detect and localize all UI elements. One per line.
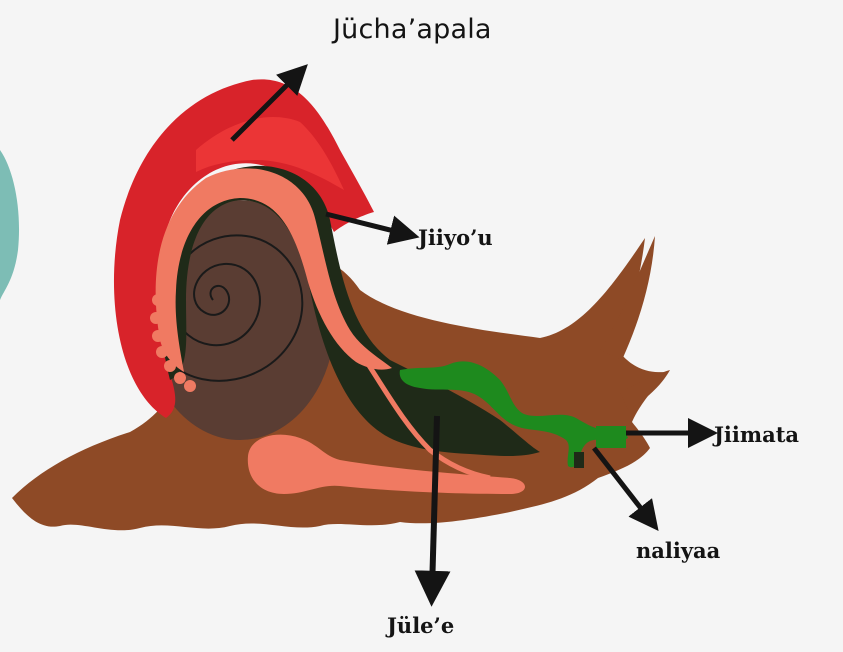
label-jiimata: Jiimata [714,422,799,447]
label-jule: Jüle’e [387,613,454,638]
label-naliyaa: naliyaa [636,538,720,563]
mouth-dark [574,452,584,468]
diagram-title: Jücha’apala [333,14,492,45]
edge-smudge [0,150,19,300]
label-jiiyou: Jiiyo’u [418,225,493,250]
mouth [596,426,626,448]
